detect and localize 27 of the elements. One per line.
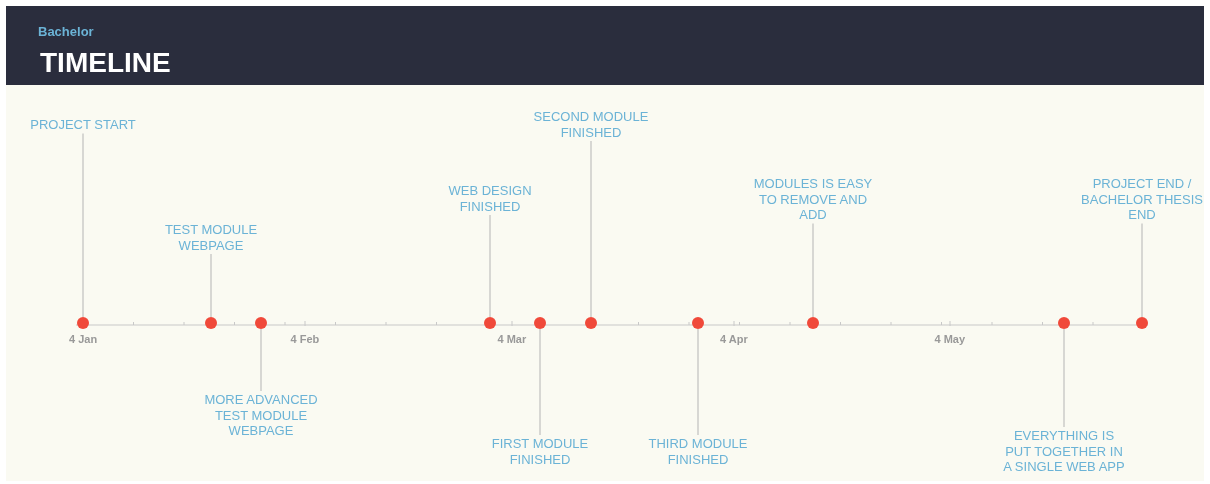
leader-line xyxy=(82,133,84,318)
leader-line xyxy=(812,223,814,318)
event-label: PROJECT END / BACHELOR THESIS END xyxy=(1077,176,1207,223)
leader-line xyxy=(1063,328,1065,428)
event-label: PROJECT START xyxy=(23,117,143,133)
leader-line xyxy=(590,140,592,318)
axis-tick-label: 4 May xyxy=(934,333,966,345)
event-label: WEB DESIGN FINISHED xyxy=(442,183,538,214)
event-label: SECOND MODULE FINISHED xyxy=(528,109,654,140)
event-label: TEST MODULE WEBPAGE xyxy=(156,222,266,253)
leader-line xyxy=(489,214,491,318)
event-label: EVERYTHING IS PUT TOGETHER IN A SINGLE WEB APP xyxy=(1000,428,1128,475)
axis-tick-label: 4 Jan xyxy=(69,333,98,345)
event-label: MORE ADVANCED TEST MODULE WEBPAGE xyxy=(198,392,324,439)
axis-tick-label: 4 Mar xyxy=(497,333,527,345)
subtitle: Bachelor xyxy=(38,24,94,39)
leader-line xyxy=(1141,223,1143,318)
title: TIMELINE xyxy=(40,47,171,79)
leader-line xyxy=(210,253,212,318)
event-label: THIRD MODULE FINISHED xyxy=(643,436,753,467)
event-label: MODULES IS EASY TO REMOVE AND ADD xyxy=(750,176,876,223)
leader-line xyxy=(260,328,262,392)
event-label: FIRST MODULE FINISHED xyxy=(485,436,595,467)
leader-line xyxy=(539,328,541,436)
leader-line xyxy=(697,328,699,436)
axis-tick-label: 4 Feb xyxy=(290,333,320,345)
axis-tick-label: 4 Apr xyxy=(720,333,748,345)
